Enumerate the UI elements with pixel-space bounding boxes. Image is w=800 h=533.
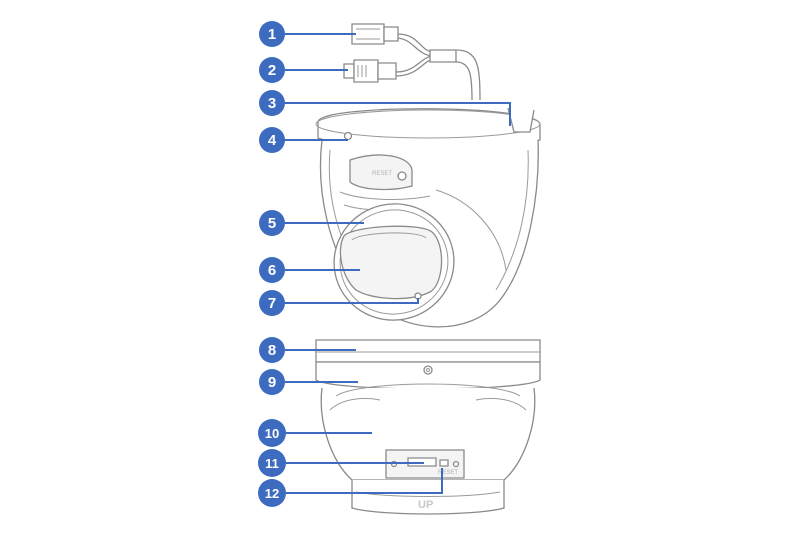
callout-10: 10	[258, 419, 286, 447]
svg-text:11: 11	[265, 456, 279, 471]
camera-base-view: UP RESET	[315, 339, 541, 515]
svg-text:5: 5	[268, 215, 276, 232]
callout-5: 5	[259, 210, 285, 236]
callout-badges: 1 2 3 4 5 6 7 8	[258, 21, 286, 507]
callout-9: 9	[259, 369, 285, 395]
svg-text:6: 6	[268, 262, 276, 279]
svg-text:1: 1	[268, 26, 276, 43]
mounting-screw-shape	[343, 131, 353, 141]
svg-text:12: 12	[265, 486, 279, 501]
callout-12: 12	[258, 479, 286, 507]
svg-text:3: 3	[268, 95, 276, 112]
svg-text:RESET: RESET	[372, 171, 392, 177]
svg-text:8: 8	[268, 342, 276, 359]
callout-6: 6	[259, 257, 285, 283]
callout-2: 2	[259, 57, 285, 83]
callout-3: 3	[259, 90, 285, 116]
callout-11: 11	[258, 449, 286, 477]
leader-lines	[284, 33, 511, 494]
dome-camera-front-view: RESET	[315, 107, 541, 328]
callout-1: 1	[259, 21, 285, 47]
svg-text:4: 4	[268, 132, 277, 149]
svg-text:2: 2	[268, 62, 276, 79]
cable-assembly	[343, 23, 481, 101]
svg-text:7: 7	[268, 295, 276, 312]
callout-8: 8	[259, 337, 285, 363]
up-marker: UP	[418, 499, 433, 511]
callout-4: 4	[259, 127, 285, 153]
reset-small-label: RESET	[438, 470, 458, 476]
svg-text:9: 9	[268, 374, 276, 391]
svg-text:10: 10	[265, 426, 279, 441]
callout-7: 7	[259, 290, 285, 316]
